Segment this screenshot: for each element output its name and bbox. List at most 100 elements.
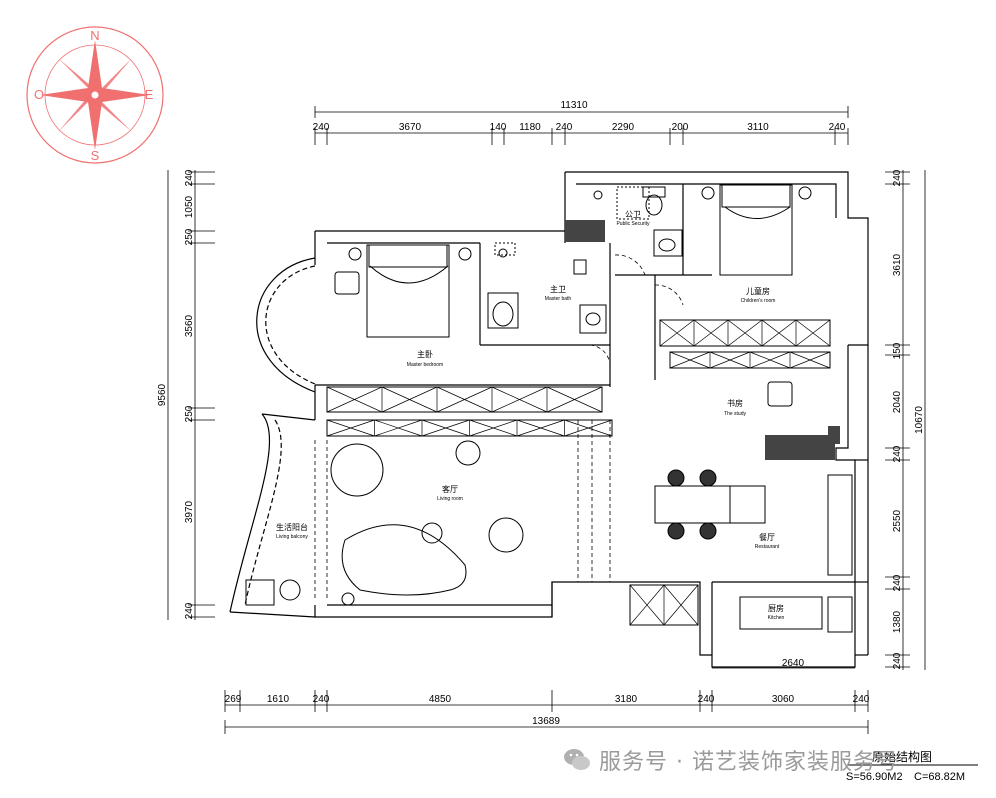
cabinet-cell	[761, 319, 797, 347]
cabinet-cell	[421, 419, 470, 437]
cabinet-cell	[491, 386, 548, 413]
perimeter-value: C=68.82M	[914, 771, 965, 783]
label-kitchen: 厨房	[768, 603, 784, 613]
area-value: S=56.90M2	[846, 771, 903, 783]
dim-left-2: 1050	[184, 195, 195, 218]
dim-left-4: 3560	[184, 314, 195, 337]
cabinet-cell	[326, 419, 375, 437]
dim-top-4: 1180	[519, 122, 541, 133]
label-public-bath: 公卫	[625, 210, 641, 219]
dim-left-total: 9560	[157, 383, 168, 406]
dim-top-6: 2290	[612, 122, 635, 133]
label-living-balcony: 生活阳台	[276, 522, 308, 532]
cabinet-cell	[546, 386, 603, 413]
label-public-bath-en: Public Security	[616, 221, 650, 227]
cabinet-cell	[727, 319, 763, 347]
label-master-bedroom: 主卧	[417, 349, 433, 359]
storage-cabinets	[326, 319, 853, 626]
dim-bottom-2: 1610	[267, 694, 290, 705]
label-study: 书房	[727, 398, 743, 408]
cabinet-cell	[789, 351, 831, 369]
dim-right-4: 2040	[892, 390, 903, 413]
dim-right-2: 3610	[892, 253, 903, 276]
label-master-bath-en: Master bath	[545, 296, 572, 302]
kitchen-counter-icon	[245, 579, 853, 633]
dim-top-3: 140	[490, 122, 507, 133]
label-master-bedroom-en: Master bedroom	[407, 362, 443, 368]
compass-north: N	[90, 28, 99, 43]
bathroom-fixtures	[487, 186, 683, 334]
dim-top-9: 240	[829, 122, 846, 133]
label-children-room: 儿童房	[746, 286, 770, 296]
cabinet-cell	[469, 419, 518, 437]
dim-top-7: 200	[672, 122, 689, 133]
dim-bottom-6: 240	[698, 694, 715, 705]
watermark: 服务号 · 诺艺装饰家装服务号	[563, 742, 899, 778]
dim-top-1: 240	[313, 122, 330, 133]
dim-left-6: 3970	[184, 500, 195, 523]
study-chair-icon	[767, 381, 793, 407]
label-study-en: The study	[724, 411, 746, 417]
cabinet-cell	[374, 419, 423, 437]
dim-bottom-7: 3060	[772, 694, 795, 705]
compass-rose-icon: N S E O	[26, 26, 164, 164]
label-kitchen-en: Kitchen	[768, 615, 785, 621]
cabinet-cell	[693, 319, 729, 347]
cabinet-cell	[659, 319, 695, 347]
dim-top-total: 11310	[560, 100, 588, 111]
label-living-room-en: Living room	[437, 496, 463, 502]
cabinet-cell	[709, 351, 751, 369]
living-room-furniture	[330, 440, 524, 606]
dim-top-2: 3670	[399, 122, 422, 133]
dim-right-5: 240	[892, 445, 903, 462]
dim-left-7: 240	[184, 602, 195, 619]
left-dimensions	[167, 170, 215, 620]
children-bed-icon	[701, 184, 812, 276]
cabinet-cell	[663, 584, 699, 626]
dim-right-7: 240	[892, 574, 903, 591]
label-restaurant: 餐厅	[759, 533, 775, 542]
dim-bottom-5: 3180	[615, 694, 638, 705]
label-restaurant-en: Restaurant	[755, 544, 780, 550]
cabinet-cell	[516, 419, 565, 437]
cabinet-cell	[749, 351, 791, 369]
dim-left-3: 250	[184, 228, 195, 245]
dim-kitchen-width: 2640	[782, 658, 805, 669]
wechat-logo-icon	[564, 749, 590, 770]
compass-west: O	[34, 87, 44, 102]
bottom-dimensions	[224, 690, 869, 734]
structural-columns	[565, 220, 840, 460]
cabinet-cell	[629, 584, 665, 626]
dim-right-total: 10670	[914, 406, 925, 434]
label-living-room: 客厅	[442, 484, 458, 494]
top-dimensions	[314, 106, 849, 145]
dim-right-9: 240	[892, 652, 903, 669]
openings	[314, 254, 684, 600]
cabinet-cell	[436, 386, 493, 413]
label-master-bath: 主卫	[550, 284, 566, 294]
dim-bottom-1: 269	[225, 694, 242, 705]
dim-right-6: 2550	[892, 509, 903, 532]
cabinet-cell	[669, 351, 711, 369]
dim-top-8: 3110	[747, 122, 769, 133]
cabinet-cell	[795, 319, 831, 347]
dim-right-8: 1380	[892, 610, 903, 633]
room-labels: 公卫 Public Security 儿童房 Children's room 主…	[276, 210, 785, 621]
dim-bottom-3: 240	[313, 694, 330, 705]
dim-top-5: 240	[556, 122, 573, 133]
label-children-room-en: Children's room	[741, 298, 776, 304]
cabinet-cell	[326, 386, 383, 413]
dim-right-1: 240	[892, 169, 903, 186]
dim-left-1: 240	[184, 169, 195, 186]
dim-bottom-4: 4850	[429, 694, 452, 705]
cabinet-cell	[564, 419, 613, 437]
watermark-text: 服务号 · 诺艺装饰家装服务号	[599, 750, 899, 775]
right-dimensions	[885, 170, 926, 670]
dining-table-icon	[654, 469, 766, 540]
master-bed-icon	[334, 244, 472, 338]
cabinet-cell	[381, 386, 438, 413]
dim-bottom-8: 240	[853, 694, 870, 705]
dim-bottom-total: 13689	[532, 716, 560, 727]
label-living-balcony-en: Living balcony	[276, 534, 308, 540]
